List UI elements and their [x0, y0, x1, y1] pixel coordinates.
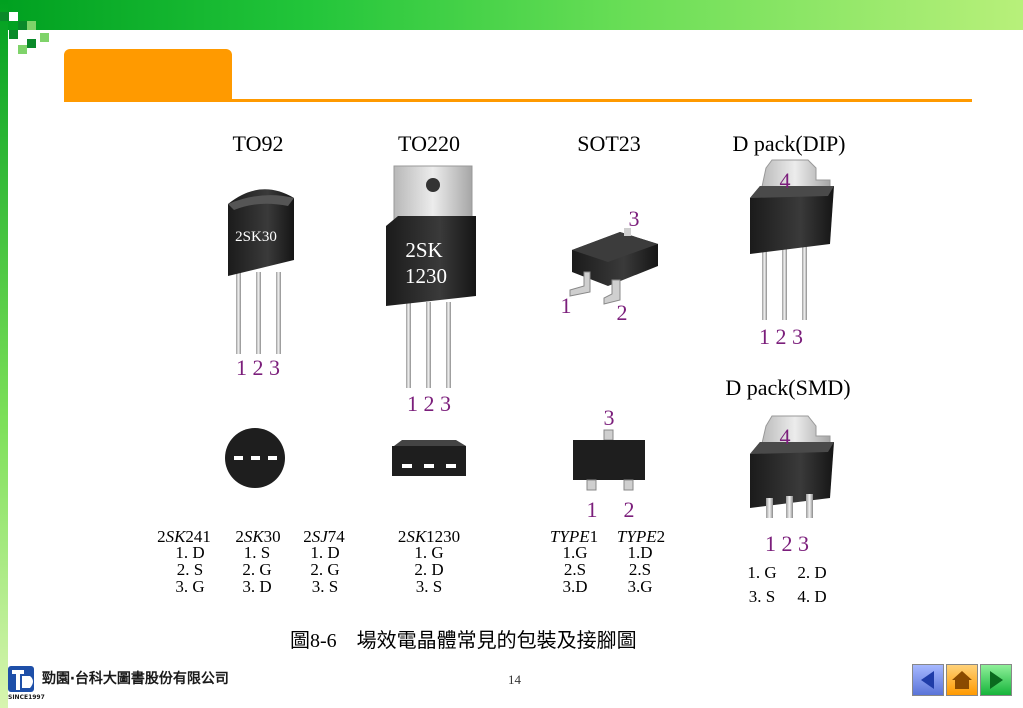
to92-col3-row3: 3. S [312, 577, 338, 596]
top-banner [0, 0, 1023, 30]
to92-bottom-view [225, 428, 285, 488]
to92-col3-part: 2SJ74 [303, 527, 345, 546]
to220-col-row2: 2. D [414, 560, 443, 579]
home-icon [952, 671, 972, 689]
to92-col1-row2: 2. S [177, 560, 203, 579]
right-arrow-icon [990, 671, 1003, 689]
to220-col-row1: 1. G [414, 543, 443, 562]
to92-col2-row3: 3. D [242, 577, 271, 596]
to92-col1-row3: 3. G [175, 577, 204, 596]
left-arrow-icon [921, 671, 934, 689]
sot23-type2-row2: 2.S [629, 560, 651, 579]
smd-row1: 1. G [747, 563, 776, 582]
to220-bottom-view [392, 440, 466, 476]
sot23-pin3-label: 3 [629, 206, 640, 231]
figure-caption: 圖8-6 場效電晶體常見的包裝及接腳圖 [290, 630, 637, 652]
to220-package: 2SK 1230 1 2 3 [386, 165, 476, 416]
to220-pin-labels: 1 2 3 [407, 391, 451, 416]
sot23-bottom-pin2: 2 [624, 497, 635, 522]
to92-marking: 2SK30 [235, 229, 277, 245]
dpack-dip-package: 4 1 2 3 [750, 159, 834, 349]
title-underline [64, 99, 972, 102]
sot23-pin2-label: 2 [617, 300, 628, 325]
publisher-logo [8, 666, 34, 692]
sot23-bottom-pin1: 1 [587, 497, 598, 522]
dpack-dip-pin-labels: 1 2 3 [759, 324, 803, 349]
smd-row4: 4. D [797, 587, 826, 606]
smd-row2: 2. D [797, 563, 826, 582]
to92-col2-row1: 1. S [244, 543, 270, 562]
to220-col-part: 2SK1230 [398, 527, 460, 546]
publisher-name: 勁園‧台科大圖書股份有限公司 [42, 671, 229, 687]
sot23-type2-row3: 3.G [627, 577, 652, 596]
to92-pin-labels: 1 2 3 [236, 355, 280, 380]
sot23-type1-row1: 1.G [562, 543, 587, 562]
dpack-smd-tab-label: 4 [780, 424, 791, 449]
dpack-smd-title: D pack(SMD) [725, 375, 850, 400]
to92-package: 2SK30 1 2 3 [228, 189, 294, 380]
to92-col2-row2: 2. G [242, 560, 271, 579]
to220-marking-line2: 1230 [405, 264, 447, 288]
pinout-tables: 2SK241 1. D 2. S 3. G 2SK30 1. S 2. G 3.… [157, 527, 827, 606]
next-slide-button[interactable] [980, 664, 1012, 696]
prev-slide-button[interactable] [912, 664, 944, 696]
home-button[interactable] [946, 664, 978, 696]
sot23-package: 3 1 2 [561, 206, 658, 325]
sot23-type1-row3: 3.D [562, 577, 587, 596]
left-banner [0, 0, 8, 708]
to92-col3-row2: 2. G [310, 560, 339, 579]
sot23-bottom-view: 3 1 2 [573, 405, 645, 522]
sot23-type1-part: TYPE1 [550, 527, 598, 546]
dpack-smd-package: 4 1 2 3 [750, 415, 834, 556]
to92-col1-row1: 1. D [175, 543, 204, 562]
dpack-dip-title: D pack(DIP) [732, 131, 845, 156]
smd-row3: 3. S [749, 587, 775, 606]
to92-title: TO92 [233, 131, 284, 156]
to220-col-row3: 3. S [416, 577, 442, 596]
sot23-type2-row1: 1.D [627, 543, 652, 562]
sot23-type1-row2: 2.S [564, 560, 586, 579]
dpack-smd-pin-labels: 1 2 3 [765, 531, 809, 556]
to220-title: TO220 [398, 131, 460, 156]
to92-col1-part: 2SK241 [157, 527, 211, 546]
to92-col3-row1: 1. D [310, 543, 339, 562]
dpack-dip-tab-label: 4 [780, 168, 791, 193]
sot23-title: SOT23 [577, 131, 641, 156]
publisher-since: SINCE1997 [8, 694, 45, 701]
title-tab [64, 49, 232, 101]
page-number: 14 [508, 672, 521, 687]
to92-col2-part: 2SK30 [235, 527, 280, 546]
sot23-type2-part: TYPE2 [617, 527, 665, 546]
sot23-bottom-pin3: 3 [604, 405, 615, 430]
sot23-pin1-label: 1 [561, 293, 572, 318]
to220-marking-line1: 2SK [405, 238, 442, 262]
